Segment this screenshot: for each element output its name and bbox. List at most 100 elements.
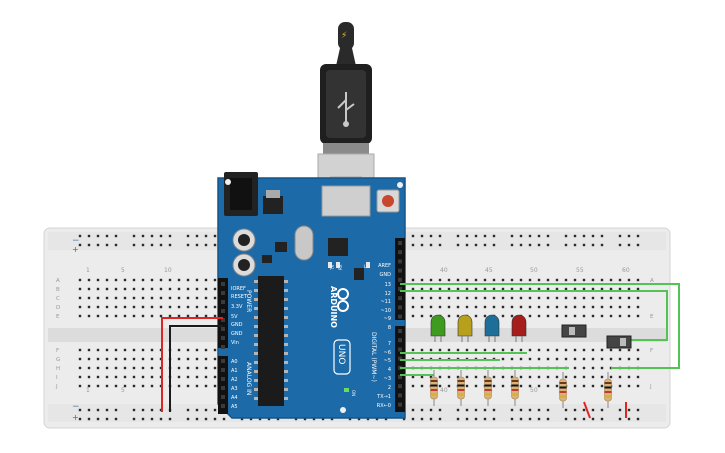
l-led-label: L (364, 264, 367, 269)
pin-a5: A5 (231, 404, 238, 410)
pin-5: ~5 (384, 358, 391, 364)
pin-gnd-1: GND (231, 322, 243, 328)
pin-rx0: RX←0 (377, 403, 391, 409)
pin-a3: A3 (231, 386, 238, 392)
wire-red-switch-1[interactable] (583, 401, 591, 419)
row-letter-j: J (55, 384, 58, 390)
row-letter-f: F (56, 348, 59, 354)
row-letter-h: H (56, 366, 60, 372)
col-num-top-40: 40 (440, 267, 448, 274)
pin-12: 12 (385, 291, 391, 297)
voltage-regulator (263, 196, 283, 214)
slide-switch-2[interactable] (606, 335, 632, 349)
usb-b-port (321, 185, 371, 217)
row-letter-d: D (56, 305, 60, 311)
pin-a0: A0 (231, 359, 238, 365)
row-letter-e-right: E (650, 314, 654, 320)
row-letter-f-right: F (650, 348, 653, 354)
atmega-chip (258, 276, 284, 406)
uno-model: UNO (336, 344, 346, 364)
rail-minus-bottom: − (72, 402, 80, 412)
col-num-top-60: 60 (622, 267, 630, 274)
analog-header-title: ANALOG IN (245, 362, 252, 395)
on-led-label: ON (351, 390, 356, 396)
usb-power-icon: ⚡ (341, 31, 347, 41)
pin-aref: AREF (378, 263, 391, 269)
row-letter-e: E (56, 314, 60, 320)
col-num-top-50: 50 (530, 267, 538, 274)
resistor-3[interactable] (484, 370, 492, 406)
wire-pin12-green[interactable] (400, 290, 668, 341)
wire-5v-red[interactable] (161, 317, 223, 412)
uno-badge (333, 339, 351, 375)
pin-a2: A2 (231, 377, 238, 383)
led-blue[interactable] (484, 314, 500, 342)
digital-header-title: DIGITAL (PWM~) (370, 332, 377, 382)
arduino-brand: ARDUINO (329, 286, 338, 328)
resistors[interactable] (430, 370, 612, 408)
pin-11: ~11 (380, 299, 391, 305)
pin-ioref: IOREF (231, 286, 246, 292)
pin-a4: A4 (231, 395, 238, 401)
wire-pin13-green[interactable] (400, 283, 680, 369)
pin-vin: Vin (231, 340, 239, 346)
pin-13: 13 (385, 282, 391, 288)
rail-minus-top: − (72, 236, 80, 246)
icsp-header (354, 268, 364, 280)
pin-10: ~10 (380, 308, 391, 314)
rx-led-label: RX (338, 264, 343, 270)
arduino-uno-board[interactable]: IOREF RESET 3.3V 5V GND GND Vin A0 A1 A2… (217, 172, 406, 419)
pin-4: 4 (388, 367, 391, 373)
pin-3: ~3 (384, 376, 391, 382)
on-led (344, 388, 349, 392)
tx-led-label: TX (330, 265, 335, 271)
pin-gnd-2: GND (231, 331, 243, 337)
resistor-2[interactable] (457, 370, 465, 406)
col-num-top-5: 5 (121, 267, 125, 274)
pin-5v: 5V (231, 314, 238, 320)
crystal (294, 225, 314, 261)
pin-8: 8 (388, 325, 391, 331)
rail-plus-top: + (72, 245, 79, 254)
pin-2: 2 (388, 385, 391, 391)
pin-7: 7 (388, 341, 391, 347)
row-letter-j-right: J (649, 384, 652, 390)
resistor-4[interactable] (511, 370, 519, 406)
rail-plus-bottom: + (72, 413, 79, 422)
row-letter-a: A (56, 278, 60, 284)
wire-gnd-black[interactable] (169, 325, 223, 412)
resistor-5[interactable] (559, 372, 567, 408)
col-num-top-55: 55 (576, 267, 584, 274)
pin-3v3: 3.3V (231, 304, 243, 310)
pin-9: ~9 (384, 316, 391, 322)
row-letter-a-right: A (650, 278, 654, 284)
col-num-top-45: 45 (485, 267, 493, 274)
col-num-bottom-1: 1 (86, 387, 90, 394)
leds[interactable] (430, 314, 527, 342)
row-letter-i: I (56, 375, 58, 381)
pin-tx1: TX→1 (376, 394, 391, 400)
col-num-top-10: 10 (164, 267, 172, 274)
row-letter-c: C (56, 296, 60, 302)
wires[interactable] (161, 283, 680, 419)
resistor-6[interactable] (604, 372, 612, 408)
arduino-logo-icon (337, 288, 349, 312)
led-red[interactable] (511, 314, 527, 342)
pin-a1: A1 (231, 368, 238, 374)
col-num-top-1: 1 (86, 267, 90, 274)
row-letter-g: G (56, 357, 60, 363)
col-num-bottom-5: 5 (121, 387, 125, 394)
resistor-1[interactable] (430, 370, 438, 406)
pin-reset: RESET (231, 294, 248, 300)
power-header-title: POWER (245, 290, 252, 312)
analog-header (218, 356, 228, 414)
pin-gnd-digital: GND (380, 272, 392, 278)
col-num-bottom-50: 50 (530, 387, 538, 394)
col-num-bottom-40: 40 (440, 387, 448, 394)
pin-6: ~6 (384, 350, 391, 356)
row-letter-b: B (56, 287, 60, 293)
led-green[interactable] (430, 314, 446, 342)
led-yellow[interactable] (457, 314, 473, 342)
slide-switch-1[interactable] (561, 324, 587, 338)
